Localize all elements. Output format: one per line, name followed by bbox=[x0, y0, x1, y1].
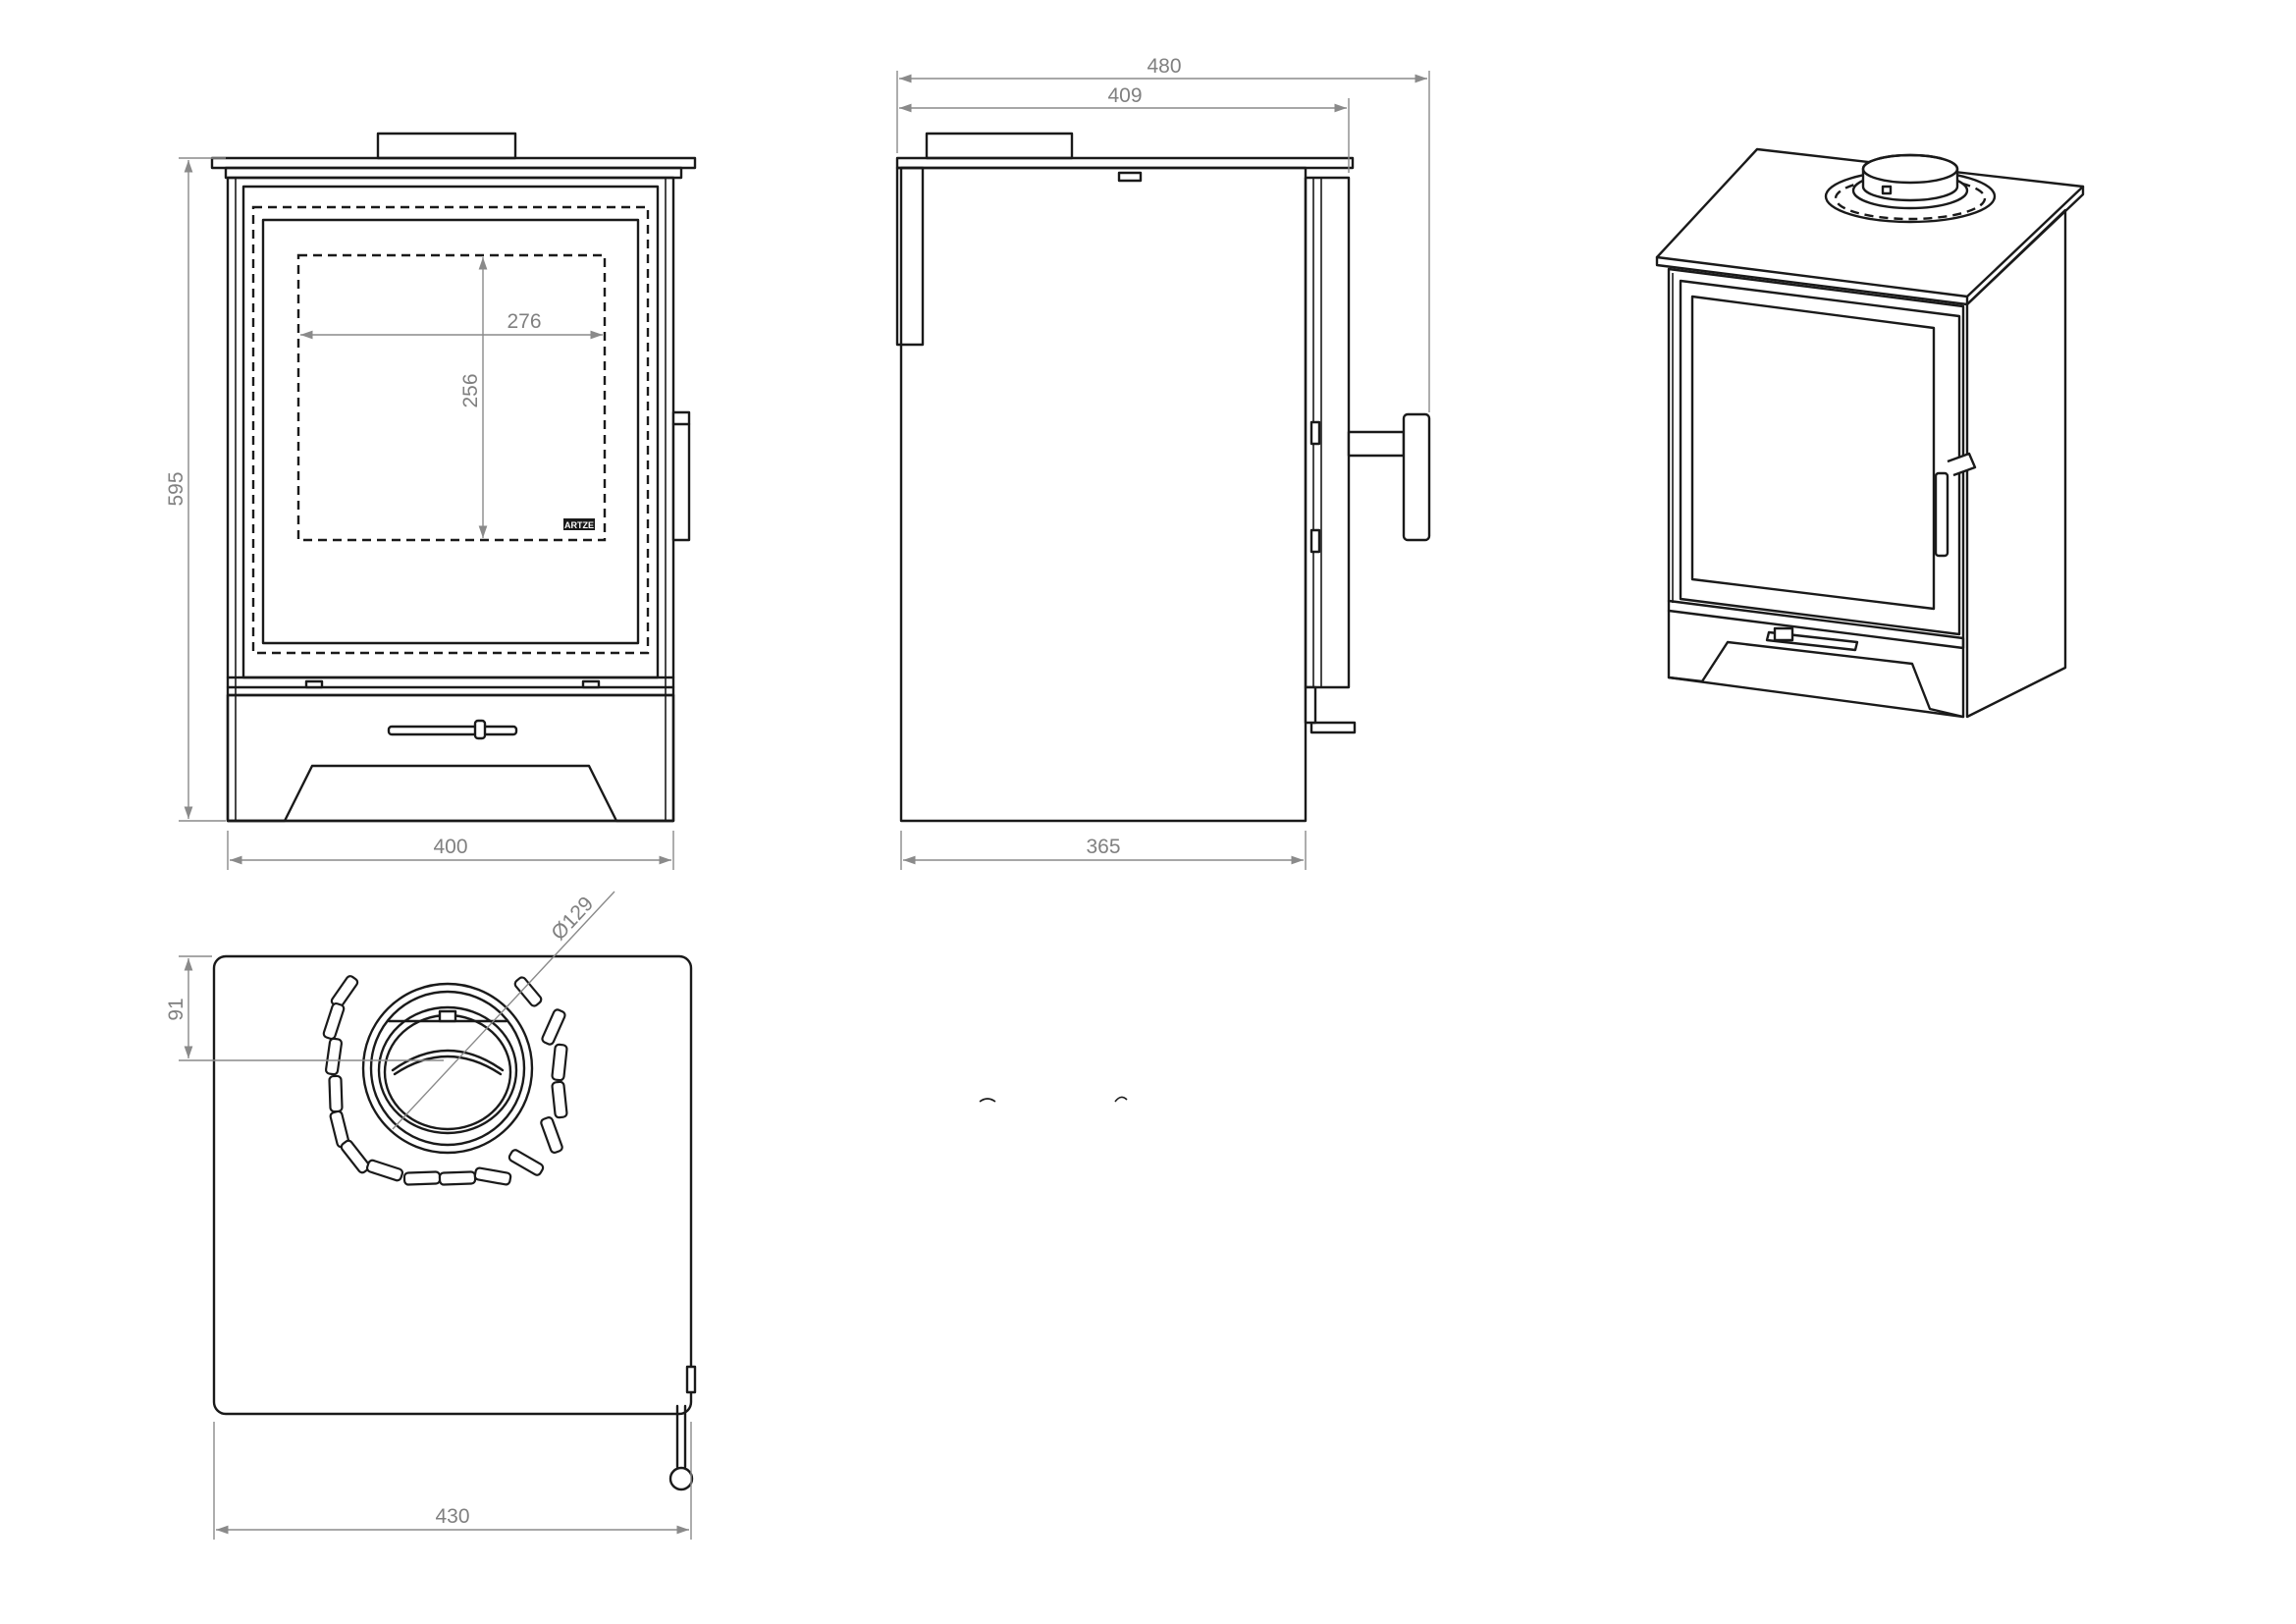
front-legs bbox=[226, 764, 675, 823]
glass-width-label: 276 bbox=[507, 310, 541, 333]
front-door-frame bbox=[241, 185, 660, 679]
front-body bbox=[226, 176, 675, 823]
top-width-dimension: 430 bbox=[213, 1422, 692, 1540]
side-overall-label: 480 bbox=[1147, 55, 1181, 78]
top-knob-bracket bbox=[685, 1365, 697, 1394]
flue-diameter-leader bbox=[392, 891, 615, 1130]
iso-door bbox=[1679, 279, 1961, 636]
front-door-handle bbox=[671, 410, 691, 542]
side-ash-lever bbox=[1309, 721, 1357, 734]
front-height-dimension: 595 bbox=[165, 157, 226, 822]
side-view bbox=[895, 132, 1431, 823]
top-flue-collar bbox=[377, 1005, 518, 1135]
flue-offset-dimension: 91 bbox=[165, 955, 444, 1061]
front-glass bbox=[261, 218, 640, 645]
iso-right-side bbox=[1965, 208, 2067, 719]
top-ash-knob bbox=[668, 1466, 694, 1491]
front-width-dimension: 400 bbox=[227, 831, 674, 870]
glass-viewing-area bbox=[296, 253, 607, 542]
front-door-seal bbox=[251, 205, 650, 655]
side-base-dimension: 365 bbox=[900, 831, 1307, 870]
side-overall-dimension: 480 bbox=[896, 55, 1430, 412]
front-view: ARTZE bbox=[210, 132, 697, 823]
side-top-plate bbox=[895, 156, 1355, 170]
front-ash-lever bbox=[387, 725, 518, 736]
top-view: Ø129 bbox=[212, 891, 1128, 1491]
side-flue-collar bbox=[925, 132, 1074, 160]
front-top-rim bbox=[224, 166, 683, 180]
glass-width-dimension: 276 bbox=[300, 310, 603, 340]
side-handle-arm bbox=[1347, 430, 1406, 458]
side-body bbox=[899, 166, 1308, 823]
front-height-label: 595 bbox=[165, 471, 187, 506]
brand-logo-text: ARTZE bbox=[564, 520, 594, 530]
side-body-dimension: 409 bbox=[899, 84, 1350, 173]
glass-height-dimension: 256 bbox=[459, 257, 488, 538]
side-base-label: 365 bbox=[1086, 836, 1120, 858]
brand-logo bbox=[563, 518, 595, 530]
top-width-label: 430 bbox=[435, 1505, 469, 1528]
top-flue-damper bbox=[391, 1049, 505, 1072]
top-flue-outer-ring bbox=[361, 982, 534, 1155]
side-handle-grip bbox=[1402, 412, 1431, 542]
top-plate-outline bbox=[212, 954, 693, 1416]
side-body-label: 409 bbox=[1107, 84, 1142, 107]
iso-legs bbox=[1667, 640, 1965, 719]
front-flue-collar bbox=[376, 132, 517, 160]
glass-height-label: 256 bbox=[459, 373, 482, 407]
stray-mark bbox=[979, 1098, 996, 1103]
iso-glass bbox=[1690, 295, 1936, 611]
iso-front-face bbox=[1667, 267, 1965, 719]
stray-mark bbox=[1114, 1096, 1128, 1103]
top-air-slots bbox=[322, 975, 568, 1186]
flue-offset-label: 91 bbox=[165, 998, 187, 1020]
isometric-view bbox=[1655, 147, 2085, 719]
iso-door-handle bbox=[1934, 471, 1949, 558]
front-width-label: 400 bbox=[433, 836, 467, 858]
front-top-plate bbox=[210, 156, 697, 170]
